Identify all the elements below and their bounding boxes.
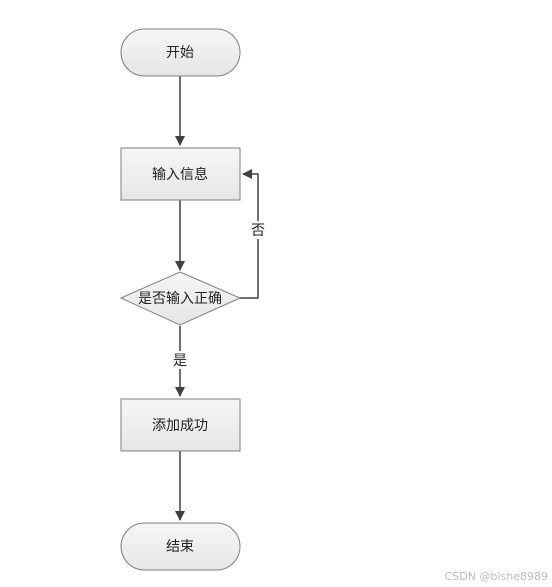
start-label: 开始 xyxy=(166,45,194,61)
success-process-label: 添加成功 xyxy=(152,418,208,434)
decision-label: 是否输入正确 xyxy=(138,291,222,307)
watermark-text: CSDN @bishe8989 xyxy=(444,570,548,583)
end-label: 结束 xyxy=(166,539,194,555)
start-terminator xyxy=(120,28,241,77)
end-terminator xyxy=(120,522,241,571)
no-label-bg xyxy=(249,221,267,239)
success-process-box xyxy=(120,398,241,452)
decision-diamond xyxy=(119,271,242,326)
input-process-label: 输入信息 xyxy=(152,166,208,183)
edge-label-yes: 是 xyxy=(173,353,187,369)
edge-label-no: 否 xyxy=(251,223,265,239)
input-process-box xyxy=(120,147,241,201)
yes-label-bg xyxy=(171,351,189,369)
